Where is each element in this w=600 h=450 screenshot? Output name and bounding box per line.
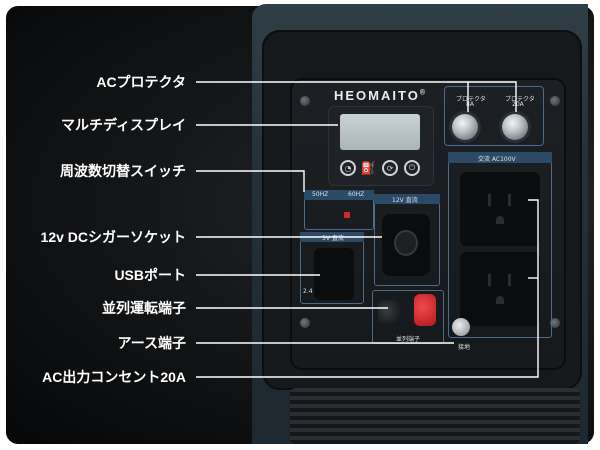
usb-port[interactable] [314, 248, 354, 300]
ac-output-label: 交流 AC100V [478, 156, 516, 163]
lcd-screen [340, 114, 420, 150]
cigar-socket[interactable] [382, 214, 430, 276]
brand-logo: HEOMAITO® [334, 88, 427, 103]
usb-label: 5V 直流 [322, 235, 344, 242]
callout-ac-protector: ACプロテクタ [96, 74, 186, 90]
freq-60hz-label: 60HZ [348, 191, 365, 198]
callout-usb-port: USBポート [114, 267, 186, 283]
frequency-switch-header [304, 190, 374, 200]
usb-rating: 2.4 [303, 288, 313, 295]
cooling-vent [290, 388, 580, 444]
freq-50hz-label: 50HZ [312, 191, 329, 198]
ac-outlet-header [448, 152, 552, 163]
screw-icon [300, 96, 310, 106]
frequency-switch[interactable] [344, 212, 350, 218]
dc12v-label: 12V 直流 [392, 197, 418, 204]
ac-outlet-top[interactable] [460, 172, 540, 246]
callout-parallel-terminal: 並列運転端子 [102, 300, 186, 316]
protector-left-rating: 8A [466, 101, 474, 108]
eco-mode-icon[interactable]: ⟳ [382, 160, 398, 176]
callout-multi-display: マルチディスプレイ [60, 117, 186, 133]
screw-icon [550, 318, 560, 328]
protector-right-rating: 20A [512, 101, 524, 108]
callout-ac-outlet: AC出力コンセント20A [42, 369, 186, 385]
oil-can-icon: ⛽ [360, 161, 376, 175]
screw-icon [300, 318, 310, 328]
earth-label: 接地 [458, 344, 471, 351]
parallel-terminal-red[interactable] [414, 294, 436, 326]
parallel-terminal-black[interactable] [378, 300, 400, 326]
parallel-label: 並列端子 [396, 336, 421, 343]
ac-protector-8a-button[interactable] [452, 114, 478, 140]
gauge-icon[interactable]: ◔ [340, 160, 356, 176]
dc12v-header [374, 194, 440, 204]
callout-dc-cigar-socket: 12v DCシガーソケット [40, 229, 186, 245]
screw-icon [550, 96, 560, 106]
callout-frequency-switch: 周波数切替スイッチ [60, 163, 186, 179]
protector-right-label: プロテクタ [505, 96, 535, 103]
earth-terminal[interactable] [452, 318, 470, 336]
power-icon[interactable]: ⏻ [404, 160, 420, 176]
ac-protector-20a-button[interactable] [502, 114, 528, 140]
callout-earth-terminal: アース端子 [117, 335, 186, 351]
ac-outlet-bottom[interactable] [460, 252, 540, 326]
